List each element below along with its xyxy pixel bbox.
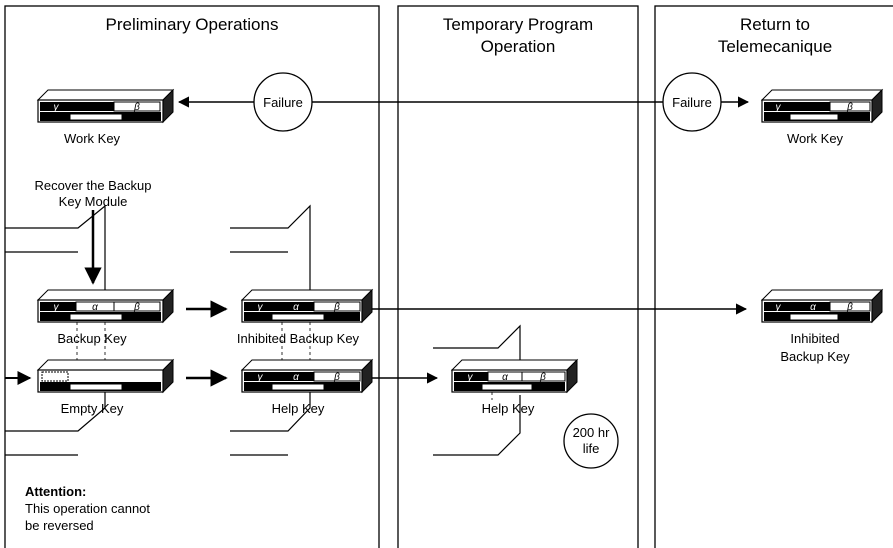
life-line1: 200 hr [573,425,611,440]
alpha-glyph: α [810,302,816,313]
panel-return [654,5,893,548]
header-temporary-line2: Operation [481,37,556,56]
panel-preliminary [4,5,380,548]
inhibited-backup-key-label: Inhibited Backup Key [237,331,360,346]
panel-temporary [397,5,639,548]
alpha-glyph: α [810,102,816,113]
beta-glyph: β [333,372,340,383]
gamma-glyph: γ [258,302,264,313]
slot-outline-help [230,378,311,432]
gamma-glyph: γ [776,102,782,113]
work-key-return-module: γ α β [760,88,884,124]
attention-title: Attention: [25,484,86,499]
beta-glyph: β [133,102,140,113]
header-return-line1: Return to [740,15,810,34]
alpha-glyph: α [502,372,508,383]
work-key-module: γ α β [36,88,175,124]
header-return-line2: Telemecanique [718,37,832,56]
life-circle [563,413,619,469]
gamma-glyph: γ [258,372,264,383]
header-preliminary: Preliminary Operations [106,15,279,34]
work-key-return-label: Work Key [787,131,844,146]
attention-line1: This operation cannot [25,501,150,516]
inhibited-line2: Backup Key [780,349,850,364]
alpha-glyph: α [293,302,299,313]
alpha-glyph: α [92,102,98,113]
failure-label-left: Failure [263,95,303,110]
recover-line1: Recover the Backup [34,178,151,193]
help-key-module: γ α β [240,358,374,394]
attention-line2: be reversed [25,518,94,533]
backup-key-module: γ α β [36,288,175,324]
header-temporary-line1: Temporary Program [443,15,593,34]
dashed-guides [76,322,493,400]
slot-outline-help-temp [433,324,521,365]
help-key-label: Help Key [272,401,325,416]
failure-label-right: Failure [672,95,712,110]
recover-line2: Key Module [59,194,128,209]
help-key-temp-label: Help Key [482,401,535,416]
empty-key-label: Empty Key [61,401,124,416]
gamma-glyph: γ [468,372,474,383]
alpha-glyph: α [92,302,98,313]
inhibited-line1: Inhibited [790,331,839,346]
beta-glyph: β [133,302,140,313]
gamma-glyph: γ [54,302,60,313]
backup-key-label: Backup Key [57,331,127,346]
beta-glyph: β [539,372,546,383]
slot-outline-help-temp-bottom [433,395,521,456]
life-line2: life [583,441,600,456]
empty-key-module [36,358,175,394]
alpha-glyph: α [293,372,299,383]
gamma-glyph: γ [776,302,782,313]
beta-glyph: β [846,302,853,313]
gamma-glyph: γ [54,102,60,113]
slot-outline-inhibited [230,204,311,300]
work-key-label: Work Key [64,131,121,146]
inhibited-backup-key-module: γ α β [240,288,374,324]
slot-outline-backup [5,204,106,300]
inhibited-backup-key-return-module: γ α β [760,288,884,324]
slot-outline-empty [5,378,106,432]
beta-glyph: β [846,102,853,113]
help-key-temp-module: γ α β [450,358,579,394]
beta-glyph: β [333,302,340,313]
